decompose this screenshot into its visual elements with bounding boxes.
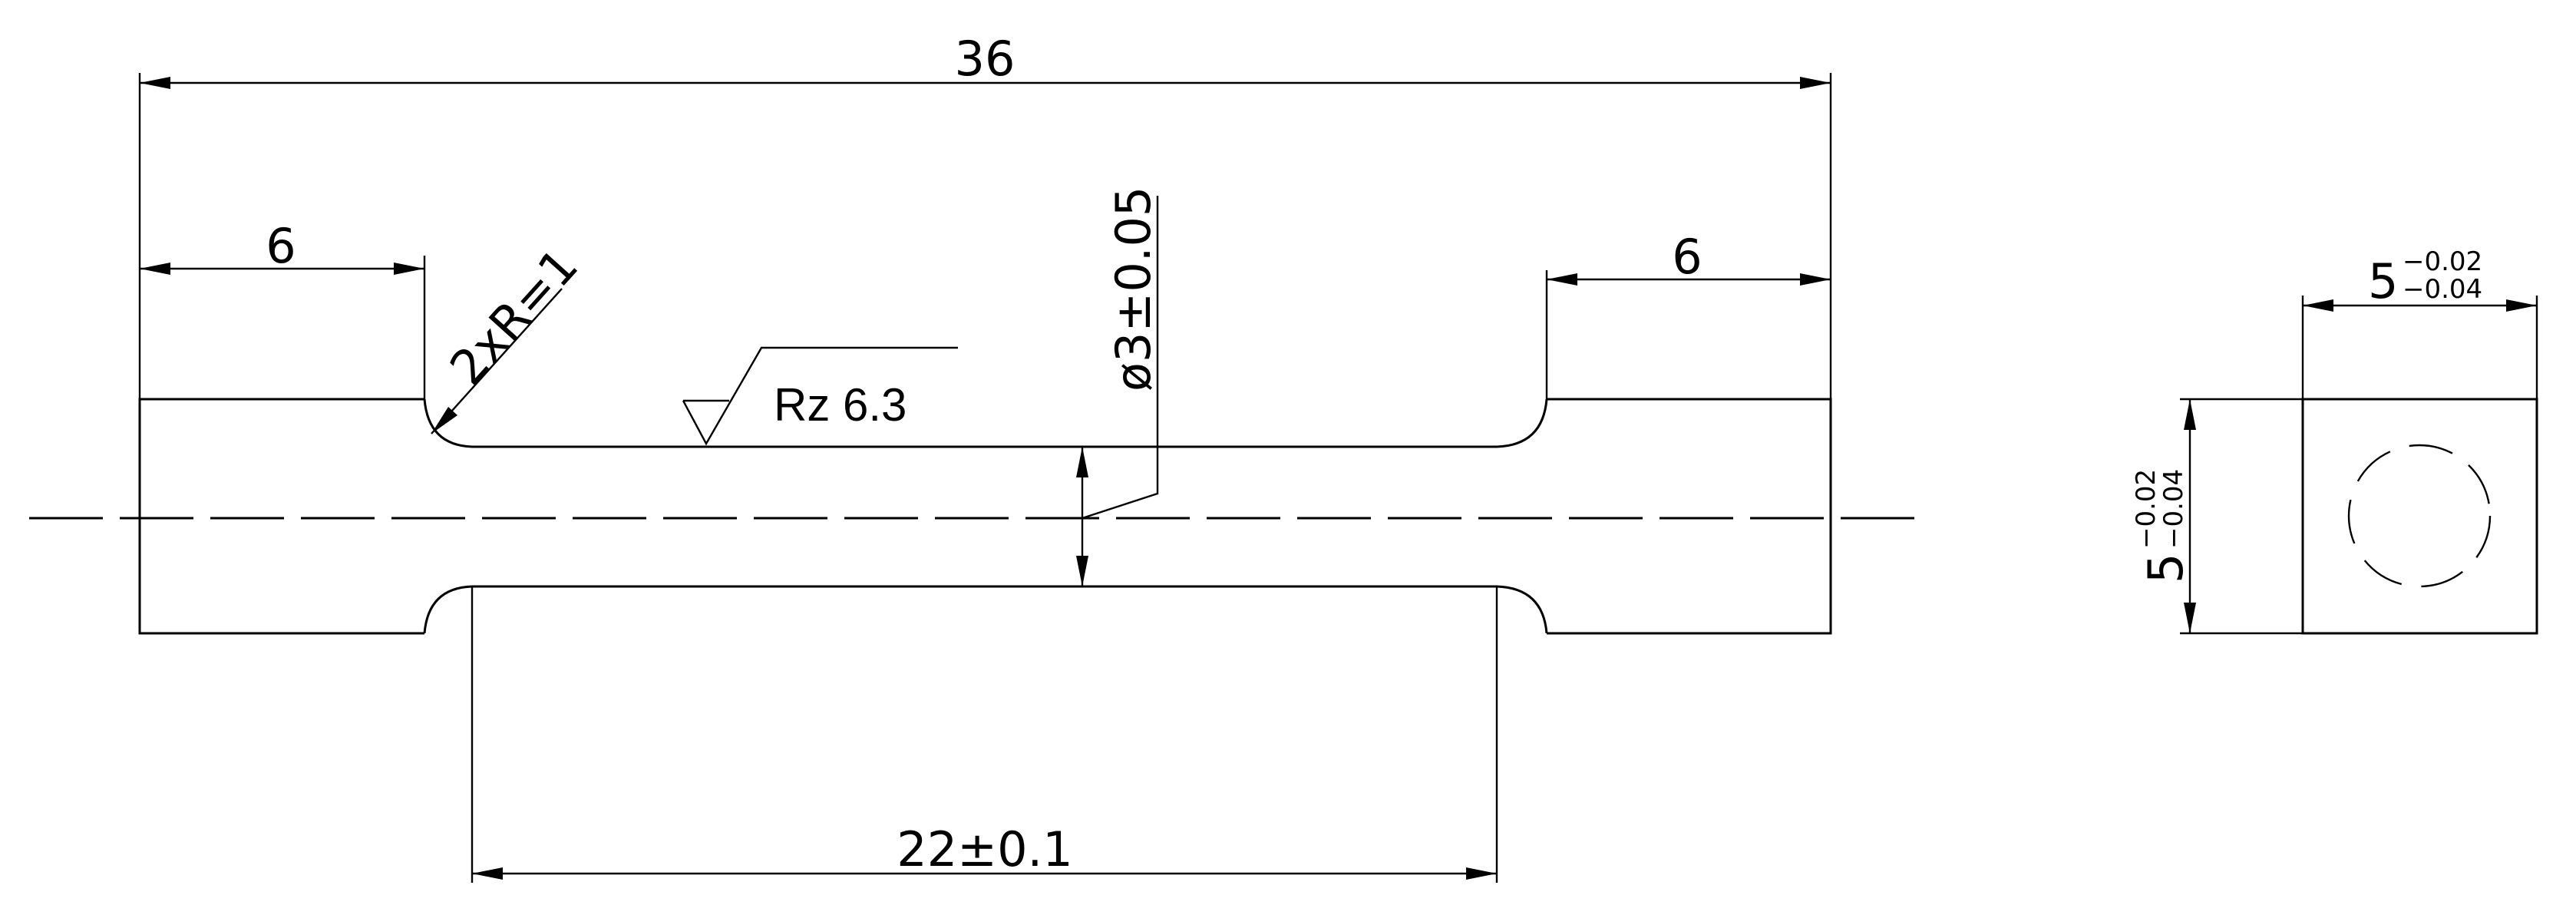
surface-finish-symbol: Rz 6.3 xyxy=(682,346,958,446)
section-width-nominal: 5 xyxy=(2368,253,2398,309)
dimension-right-grip: 6 xyxy=(1545,229,1831,399)
section-height-nominal: 5 xyxy=(2138,553,2194,583)
fillet-radius-label: 2xR=1 xyxy=(439,238,589,395)
gauge-diameter-label: ø3±0.05 xyxy=(1105,187,1161,391)
overall-length-label: 36 xyxy=(955,31,1016,87)
section-width-upper-tol: −0.02 xyxy=(2403,246,2482,277)
dimension-gauge-diameter: ø3±0.05 xyxy=(1076,187,1161,586)
surface-finish-label: Rz 6.3 xyxy=(774,379,907,431)
dimension-overall-length: 36 xyxy=(138,31,1832,399)
left-grip-label: 6 xyxy=(266,218,296,274)
right-grip-label: 6 xyxy=(1672,229,1702,285)
dimension-left-grip: 6 xyxy=(140,218,426,399)
gauge-length-label: 22±0.1 xyxy=(897,821,1072,877)
specimen-outline xyxy=(138,398,1832,635)
section-width-lower-tol: −0.04 xyxy=(2403,274,2482,305)
section-height-lower-tol: −0.04 xyxy=(2158,469,2189,549)
end-view: 5 −0.02 −0.04 5 −0.02 −0.04 xyxy=(2131,246,2538,635)
dimension-gauge-length: 22±0.1 xyxy=(471,586,1498,883)
fillet-radius-callout: 2xR=1 xyxy=(431,238,589,434)
section-height-upper-tol: −0.02 xyxy=(2131,469,2162,549)
